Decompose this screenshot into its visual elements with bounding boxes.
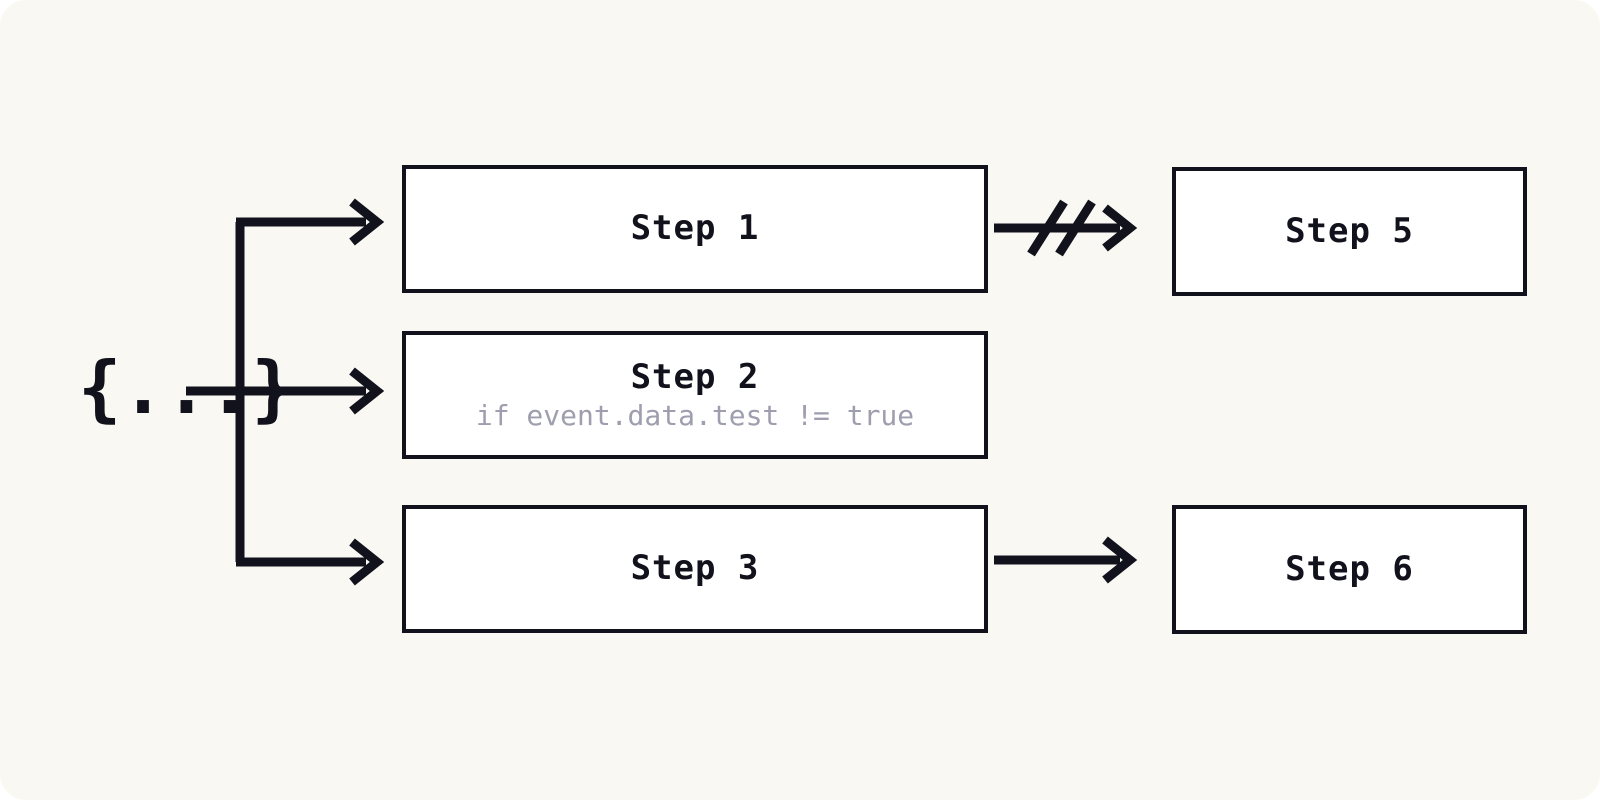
node-step-1[interactable]: Step 1 <box>402 165 988 293</box>
severed-edge-slashes <box>1027 199 1096 257</box>
node-title: Step 2 <box>630 356 760 397</box>
node-title: Step 5 <box>1285 210 1414 251</box>
node-condition-expression: if event.data.test != true <box>475 398 915 432</box>
node-step-6[interactable]: Step 6 <box>1172 505 1527 634</box>
node-title: Step 6 <box>1285 548 1414 589</box>
edge-branch-step-3 <box>236 538 385 586</box>
edge-branch-step-1 <box>236 198 385 246</box>
edge-step-3-step-6 <box>994 536 1138 584</box>
edge-branch-step-2 <box>186 367 385 415</box>
node-step-2[interactable]: Step 2 if event.data.test != true <box>402 331 988 459</box>
node-step-3[interactable]: Step 3 <box>402 505 988 633</box>
node-title: Step 1 <box>630 208 760 249</box>
edge-step-1-step-5 <box>994 199 1138 257</box>
node-step-5[interactable]: Step 5 <box>1172 167 1527 296</box>
event-payload-token: {...} <box>78 346 295 430</box>
node-title: Step 3 <box>630 548 760 589</box>
